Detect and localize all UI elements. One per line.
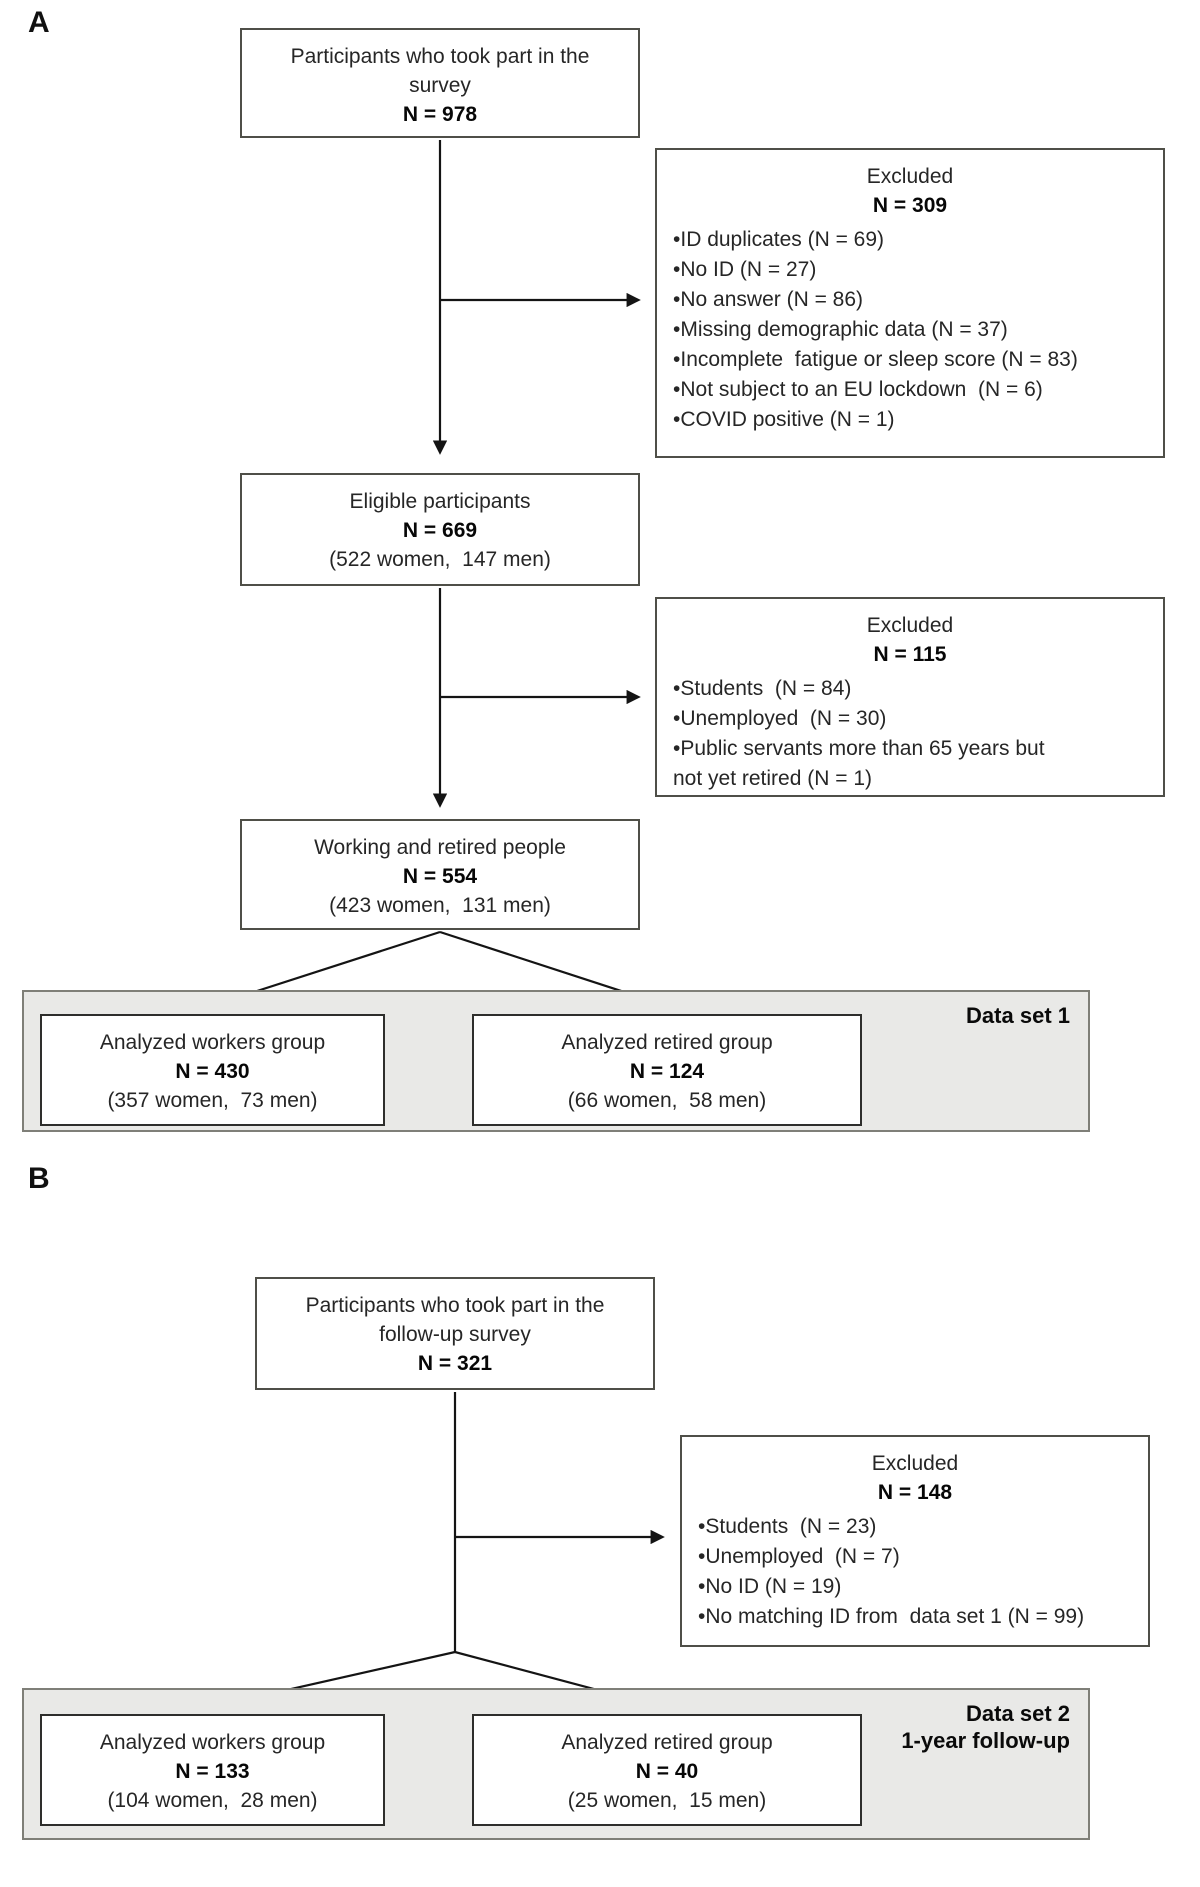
a-working-line3: (423 women, 131 men) <box>329 894 551 917</box>
b-survey-line1: Participants who took part in the <box>305 1294 605 1317</box>
a-excluded-2-title: Excluded <box>866 614 954 637</box>
a-excluded-2-n: N = 115 <box>873 643 947 666</box>
a-dataset-1-container: Data set 1 Analyzed workers group N = 43… <box>22 990 1090 1132</box>
a-survey-n: N = 978 <box>402 103 478 126</box>
panel-b-label: B <box>28 1162 50 1195</box>
a-retired-line3: (66 women, 58 men) <box>567 1089 767 1112</box>
list-item: Unemployed (N = 30) <box>673 704 1069 734</box>
a-excluded-2-list: Students (N = 84) Unemployed (N = 30) Pu… <box>657 669 1163 794</box>
a-eligible-line1: Eligible participants <box>349 490 531 513</box>
list-item: Missing demographic data (N = 37) <box>673 315 1153 345</box>
b-survey-n: N = 321 <box>417 1352 493 1375</box>
a-working-line1: Working and retired people <box>314 836 566 859</box>
list-item: ID duplicates (N = 69) <box>673 225 1153 255</box>
list-item: Students (N = 23) <box>698 1512 1138 1542</box>
a-workers-n: N = 430 <box>175 1060 250 1083</box>
b-workers-line3: (104 women, 28 men) <box>107 1789 318 1812</box>
list-item: No ID (N = 19) <box>698 1572 1138 1602</box>
panel-a-label: A <box>28 6 50 39</box>
a-working-n: N = 554 <box>402 865 478 888</box>
a-working-box: Working and retired people N = 554 (423 … <box>240 819 640 930</box>
a-survey-line1: Participants who took part in the <box>290 45 590 68</box>
a-dataset-1-label: Data set 1 <box>966 1003 1070 1028</box>
b-excluded-n: N = 148 <box>877 1481 953 1504</box>
b-workers-n: N = 133 <box>175 1760 250 1783</box>
a-retired-n: N = 124 <box>629 1060 705 1083</box>
list-item: No answer (N = 86) <box>673 285 1153 315</box>
b-workers-line1: Analyzed workers group <box>99 1731 326 1754</box>
list-item: Students (N = 84) <box>673 674 1069 704</box>
a-excluded-1-n: N = 309 <box>872 194 948 217</box>
b-workers-group-box: Analyzed workers group N = 133 (104 wome… <box>40 1714 385 1826</box>
list-item: Public servants more than 65 years but n… <box>673 734 1069 794</box>
b-survey-box: Participants who took part in the follow… <box>255 1277 655 1390</box>
b-dataset-2-container: Data set 2 1-year follow-up Analyzed wor… <box>22 1688 1090 1840</box>
a-excluded-2-box: Excluded N = 115 Students (N = 84) Unemp… <box>655 597 1165 797</box>
b-survey-line2: follow-up survey <box>379 1323 531 1346</box>
b-dataset-2-label: Data set 2 1-year follow-up <box>901 1700 1070 1754</box>
b-excluded-title: Excluded <box>871 1452 959 1475</box>
a-retired-group-box: Analyzed retired group N = 124 (66 women… <box>472 1014 862 1126</box>
a-eligible-n: N = 669 <box>402 519 478 542</box>
list-item: Not subject to an EU lockdown (N = 6) <box>673 375 1153 405</box>
a-eligible-line3: (522 women, 147 men) <box>329 548 551 571</box>
a-workers-group-box: Analyzed workers group N = 430 (357 wome… <box>40 1014 385 1126</box>
a-workers-line3: (357 women, 73 men) <box>107 1089 318 1112</box>
b-retired-n: N = 40 <box>635 1760 699 1783</box>
a-excluded-1-title: Excluded <box>866 165 954 188</box>
b-excluded-box: Excluded N = 148 Students (N = 23) Unemp… <box>680 1435 1150 1647</box>
a-eligible-box: Eligible participants N = 669 (522 women… <box>240 473 640 586</box>
b-excluded-list: Students (N = 23) Unemployed (N = 7) No … <box>682 1507 1148 1632</box>
b-retired-group-box: Analyzed retired group N = 40 (25 women,… <box>472 1714 862 1826</box>
a-workers-line1: Analyzed workers group <box>99 1031 326 1054</box>
list-item: COVID positive (N = 1) <box>673 405 1153 435</box>
b-dataset-2-label-line1: Data set 2 <box>966 1701 1070 1726</box>
list-item: No ID (N = 27) <box>673 255 1153 285</box>
list-item: No matching ID from data set 1 (N = 99) <box>698 1602 1138 1632</box>
b-dataset-2-label-line2: 1-year follow-up <box>901 1728 1070 1753</box>
a-survey-line2: survey <box>409 74 471 97</box>
b-retired-line1: Analyzed retired group <box>561 1731 773 1754</box>
a-excluded-1-box: Excluded N = 309 ID duplicates (N = 69) … <box>655 148 1165 458</box>
a-survey-box: Participants who took part in the survey… <box>240 28 640 138</box>
b-retired-line3: (25 women, 15 men) <box>567 1789 767 1812</box>
a-excluded-1-list: ID duplicates (N = 69) No ID (N = 27) No… <box>657 220 1163 435</box>
list-item: Unemployed (N = 7) <box>698 1542 1138 1572</box>
list-item: Incomplete fatigue or sleep score (N = 8… <box>673 345 1153 375</box>
a-retired-line1: Analyzed retired group <box>561 1031 773 1054</box>
